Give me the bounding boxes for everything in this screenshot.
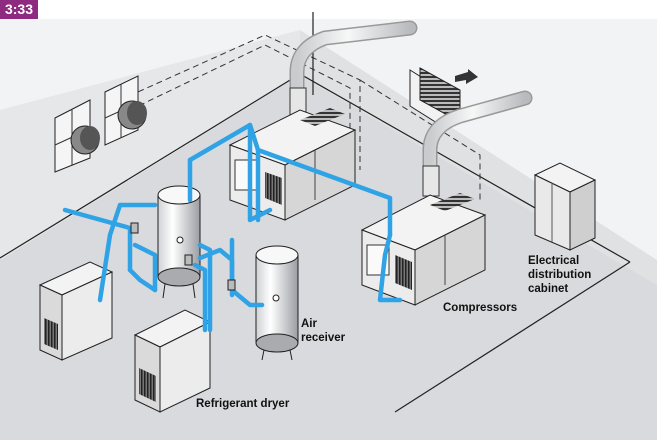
exhaust-duct-2 [422, 90, 533, 197]
fan-icon [54, 99, 100, 173]
electrical-cabinet-label: Electrical distribution cabinet [528, 255, 594, 295]
vent-grille-icon [409, 67, 461, 129]
fan-icon [104, 75, 147, 146]
compressor-unit-2 [360, 193, 487, 306]
figure-number: 3:33 [0, 0, 38, 19]
exhaust-duct-1 [289, 20, 418, 119]
valve-icon [130, 222, 236, 291]
air-receiver-label: Air receiver [301, 318, 346, 344]
floor-edge-front [394, 261, 631, 413]
refrigerant-dryer-label: Refrigerant dryer [196, 398, 290, 410]
refrigerant-dryer-front [133, 309, 212, 413]
electrical-cabinet [533, 162, 597, 251]
compressors-label: Compressors [443, 302, 517, 314]
air-receiver-tank-2 [255, 245, 299, 361]
airflow-arrow-icon [455, 69, 478, 84]
compressed-air-piping [62, 122, 403, 333]
air-receiver-tank-1 [157, 185, 201, 299]
left-wall [0, 30, 300, 260]
